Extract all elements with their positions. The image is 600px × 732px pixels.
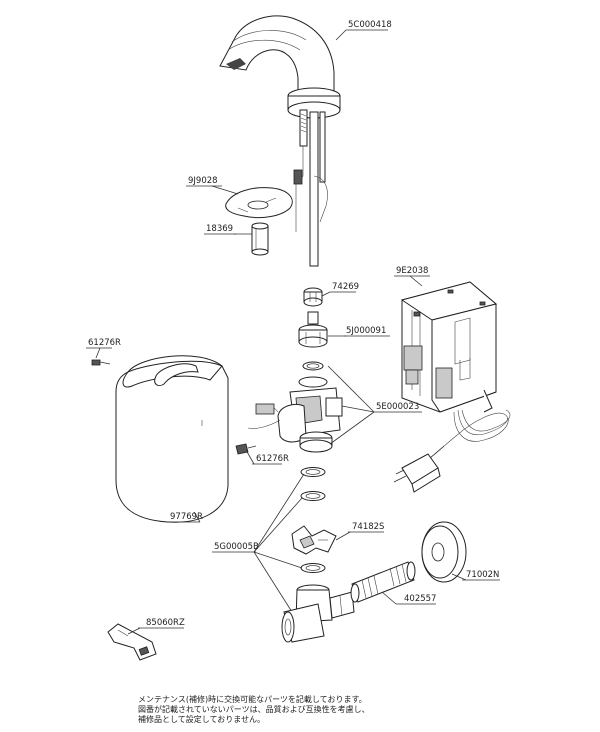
part-label-pipe: 402557 — [404, 594, 436, 604]
escutcheon-ring — [421, 521, 467, 583]
screw-top — [91, 359, 111, 366]
cover-part — [115, 355, 229, 523]
part-label-tube: 18369 — [206, 224, 233, 234]
screw-mid — [235, 443, 257, 455]
footnote-line-2: 図番が記載されていないパーツは、品質および互換性を考慮し、 — [138, 704, 370, 714]
key-tool — [107, 623, 157, 661]
part-label-nut: 74269 — [332, 282, 359, 292]
faucet-spout — [219, 15, 341, 267]
part-label-valve: 5E000023 — [376, 402, 419, 412]
part-label-gasket: 5G00005B — [214, 542, 259, 552]
part-label-faucet-spout: 5C000418 — [348, 20, 392, 30]
part-label-screw-top: 61276R — [88, 338, 121, 348]
part-label-bracket: 74182S — [352, 522, 384, 532]
footnote-line-3: 補修品として設定しておりません。 — [138, 714, 265, 724]
power-cable — [393, 409, 511, 493]
elbow-fitting — [281, 584, 355, 643]
part-label-control-box: 9E2038 — [396, 266, 428, 276]
bracket-part — [291, 525, 337, 555]
pipe-part — [350, 561, 416, 603]
part-label-key: 85060RZ — [146, 618, 185, 628]
control-box — [400, 281, 498, 413]
part-label-adapter: 5J000091 — [346, 326, 386, 336]
part-label-plate: 9J9028 — [188, 176, 218, 186]
tube-part — [251, 222, 269, 256]
footnote-line-1: メンテナンス(補修)時に交換可能なパーツを記載しております。 — [138, 694, 367, 704]
valve-assembly — [247, 361, 343, 453]
nut-part — [303, 287, 323, 307]
part-label-escutcheon: 71002N — [466, 570, 499, 580]
mounting-plate — [225, 187, 293, 219]
adapter-part — [298, 311, 328, 348]
gasket-rings — [300, 467, 326, 573]
part-label-cover: 97769R — [170, 512, 203, 522]
part-label-screw-mid: 61276R — [256, 454, 289, 464]
